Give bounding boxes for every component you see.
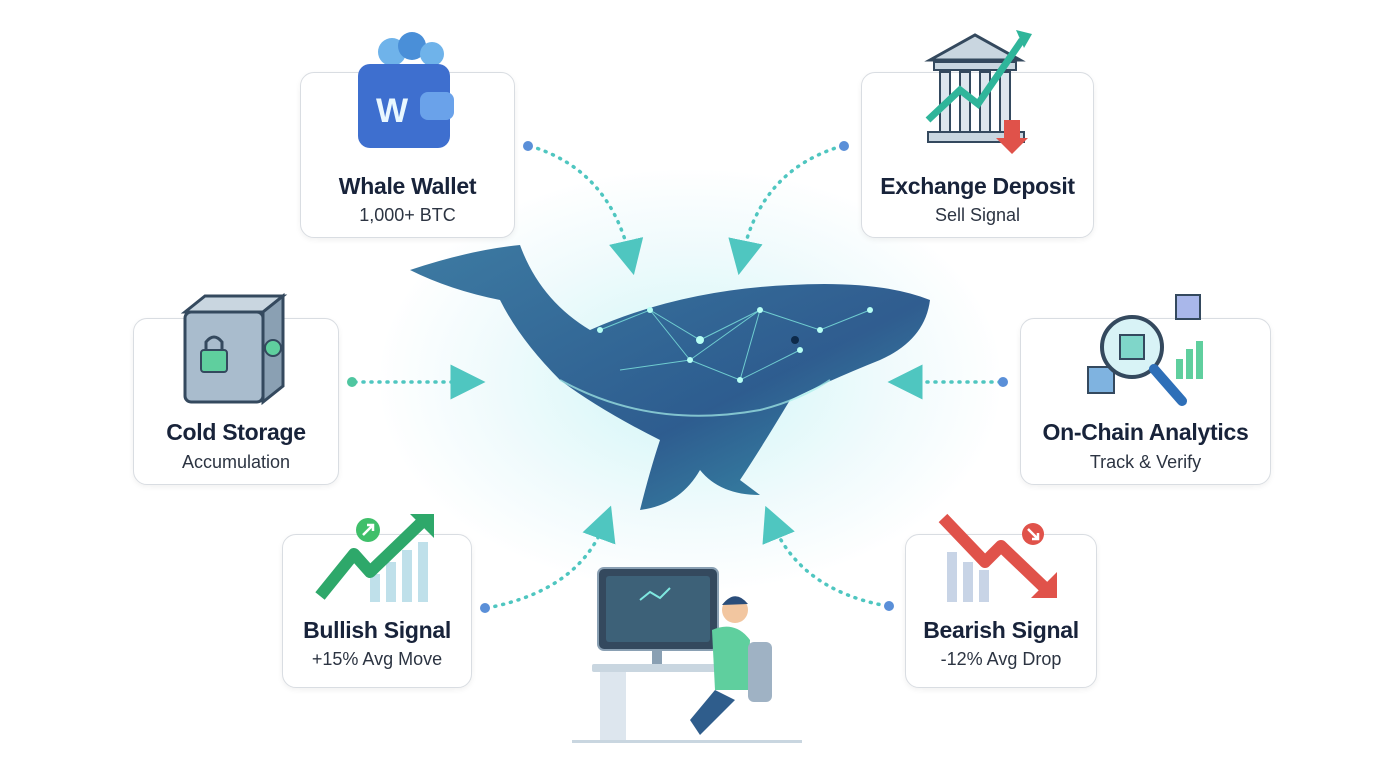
trend-up-icon bbox=[315, 514, 434, 602]
card-subtitle: +15% Avg Move bbox=[311, 649, 443, 669]
card-subtitle: Accumulation bbox=[181, 452, 291, 472]
bank-chart-icon bbox=[924, 30, 1032, 154]
card-subtitle: 1,000+ BTC bbox=[359, 205, 456, 225]
arrow-bullish bbox=[485, 505, 616, 610]
arrow-bearish bbox=[762, 505, 889, 608]
trend-down-icon bbox=[938, 513, 1057, 602]
wallet-letter: W bbox=[376, 92, 409, 130]
arrow-exchange bbox=[728, 144, 844, 276]
card-subtitle: -12% Avg Drop bbox=[940, 649, 1062, 669]
card-subtitle: Track & Verify bbox=[1089, 452, 1202, 472]
card-title: On-Chain Analytics bbox=[1042, 419, 1249, 445]
magnifier-blocks-icon bbox=[1087, 294, 1203, 406]
card-title: Bullish Signal bbox=[303, 617, 451, 643]
card-title: Exchange Deposit bbox=[880, 173, 1075, 199]
card-subtitle: Sell Signal bbox=[934, 205, 1021, 225]
arrow-wallet bbox=[528, 144, 644, 276]
wallet-icon: W bbox=[358, 32, 454, 148]
card-title: Cold Storage bbox=[166, 419, 306, 445]
card-bearish-signal: Bearish Signal -12% Avg Drop bbox=[905, 534, 1097, 688]
safe-icon bbox=[180, 292, 288, 406]
card-title: Bearish Signal bbox=[923, 617, 1079, 643]
card-title: Whale Wallet bbox=[338, 173, 477, 199]
